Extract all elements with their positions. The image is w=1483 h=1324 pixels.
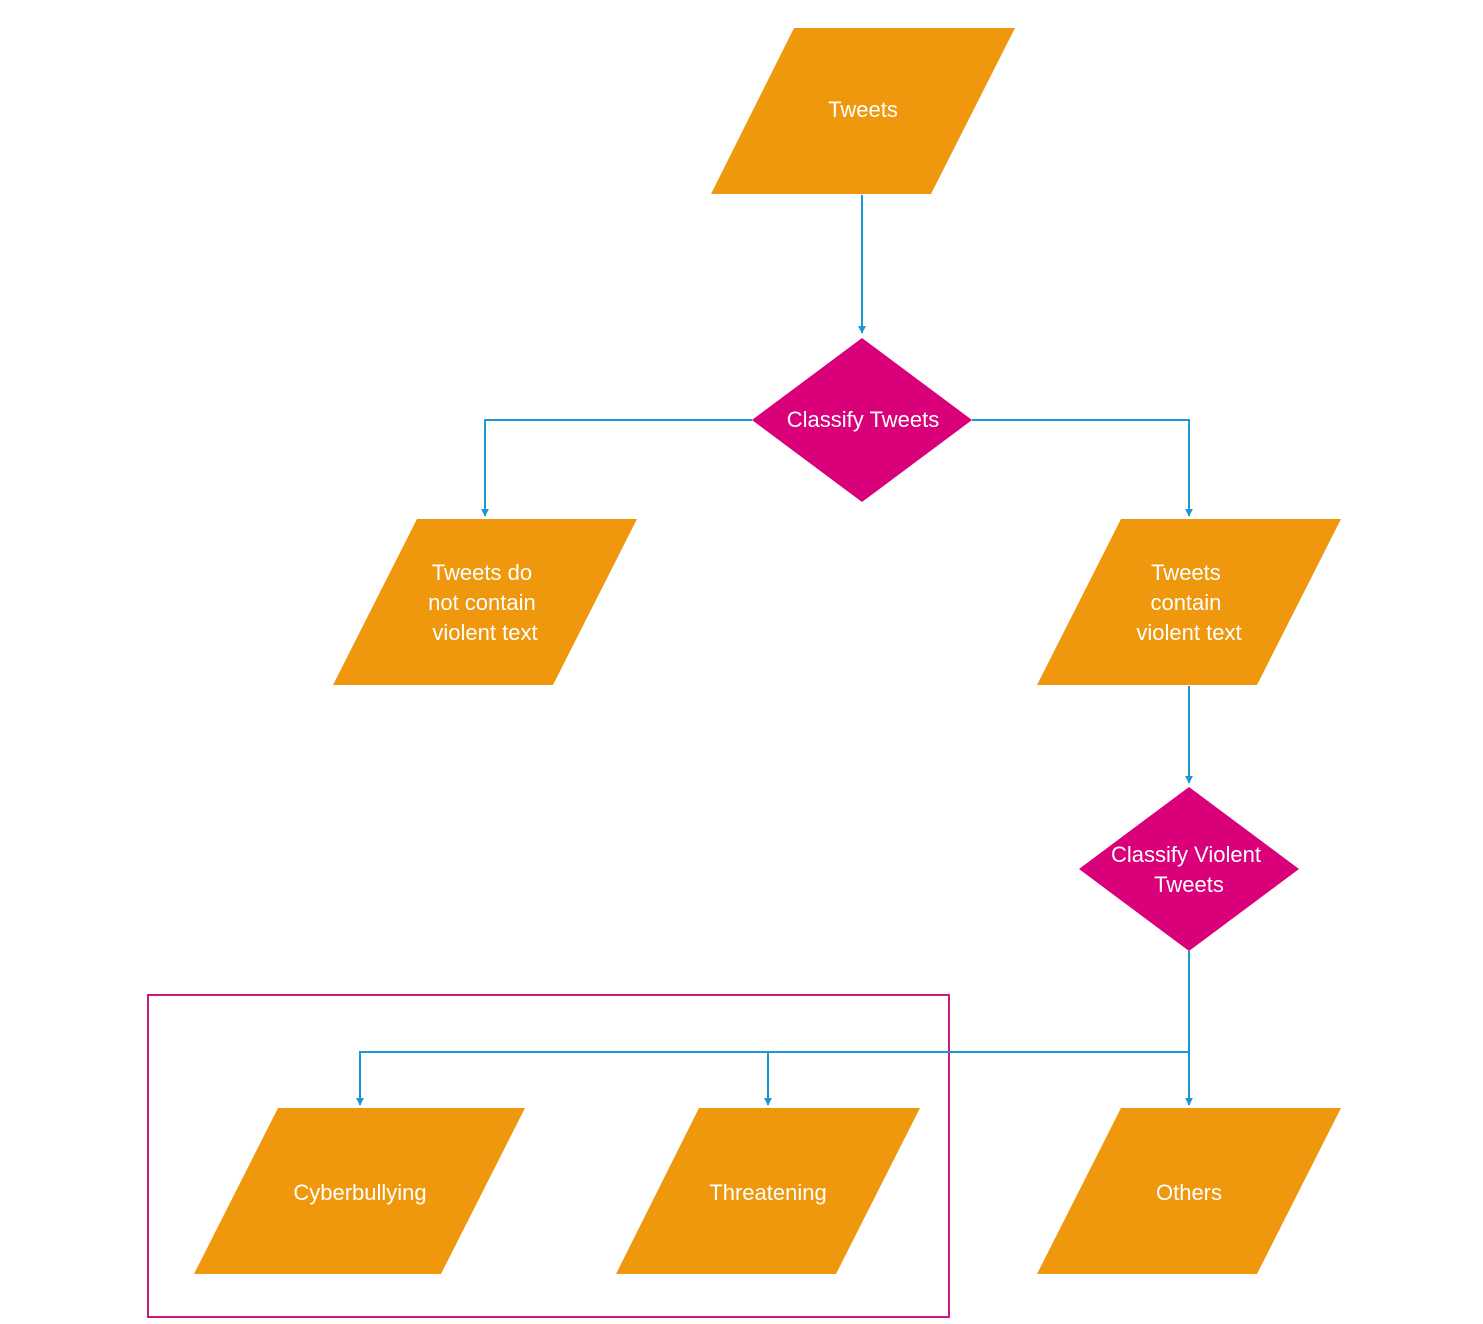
- non-violent-tweets-node: [333, 519, 637, 685]
- cyberbullying-node: [194, 1108, 525, 1274]
- highlight-group-frame: [147, 994, 950, 1318]
- connector-branch-to-cyberbullying: [356, 1051, 1189, 1106]
- others-label: Others: [1156, 1180, 1222, 1205]
- others-node: [1037, 1108, 1341, 1274]
- tweets-node: [711, 28, 1015, 194]
- connector-classify-to-violent: [972, 419, 1193, 517]
- connectors: [356, 195, 1193, 1106]
- cyberbullying-label: Cyberbullying: [293, 1180, 426, 1205]
- tweets-label: Tweets: [828, 97, 898, 122]
- classify-tweets-decision: [752, 338, 972, 502]
- classify-violent-tweets-label: Classify Violent Tweets: [1111, 842, 1267, 897]
- classify-violent-tweets-decision: [1079, 787, 1299, 951]
- violent-tweets-label: Tweets contain violent text: [1136, 560, 1241, 645]
- threatening-label: Threatening: [709, 1180, 826, 1205]
- classify-tweets-label: Classify Tweets: [787, 407, 939, 432]
- connector-classify-to-non-violent: [481, 419, 752, 517]
- non-violent-tweets-label: Tweets do not contain violent text: [428, 560, 542, 645]
- threatening-node: [616, 1108, 920, 1274]
- violent-tweets-node: [1037, 519, 1341, 685]
